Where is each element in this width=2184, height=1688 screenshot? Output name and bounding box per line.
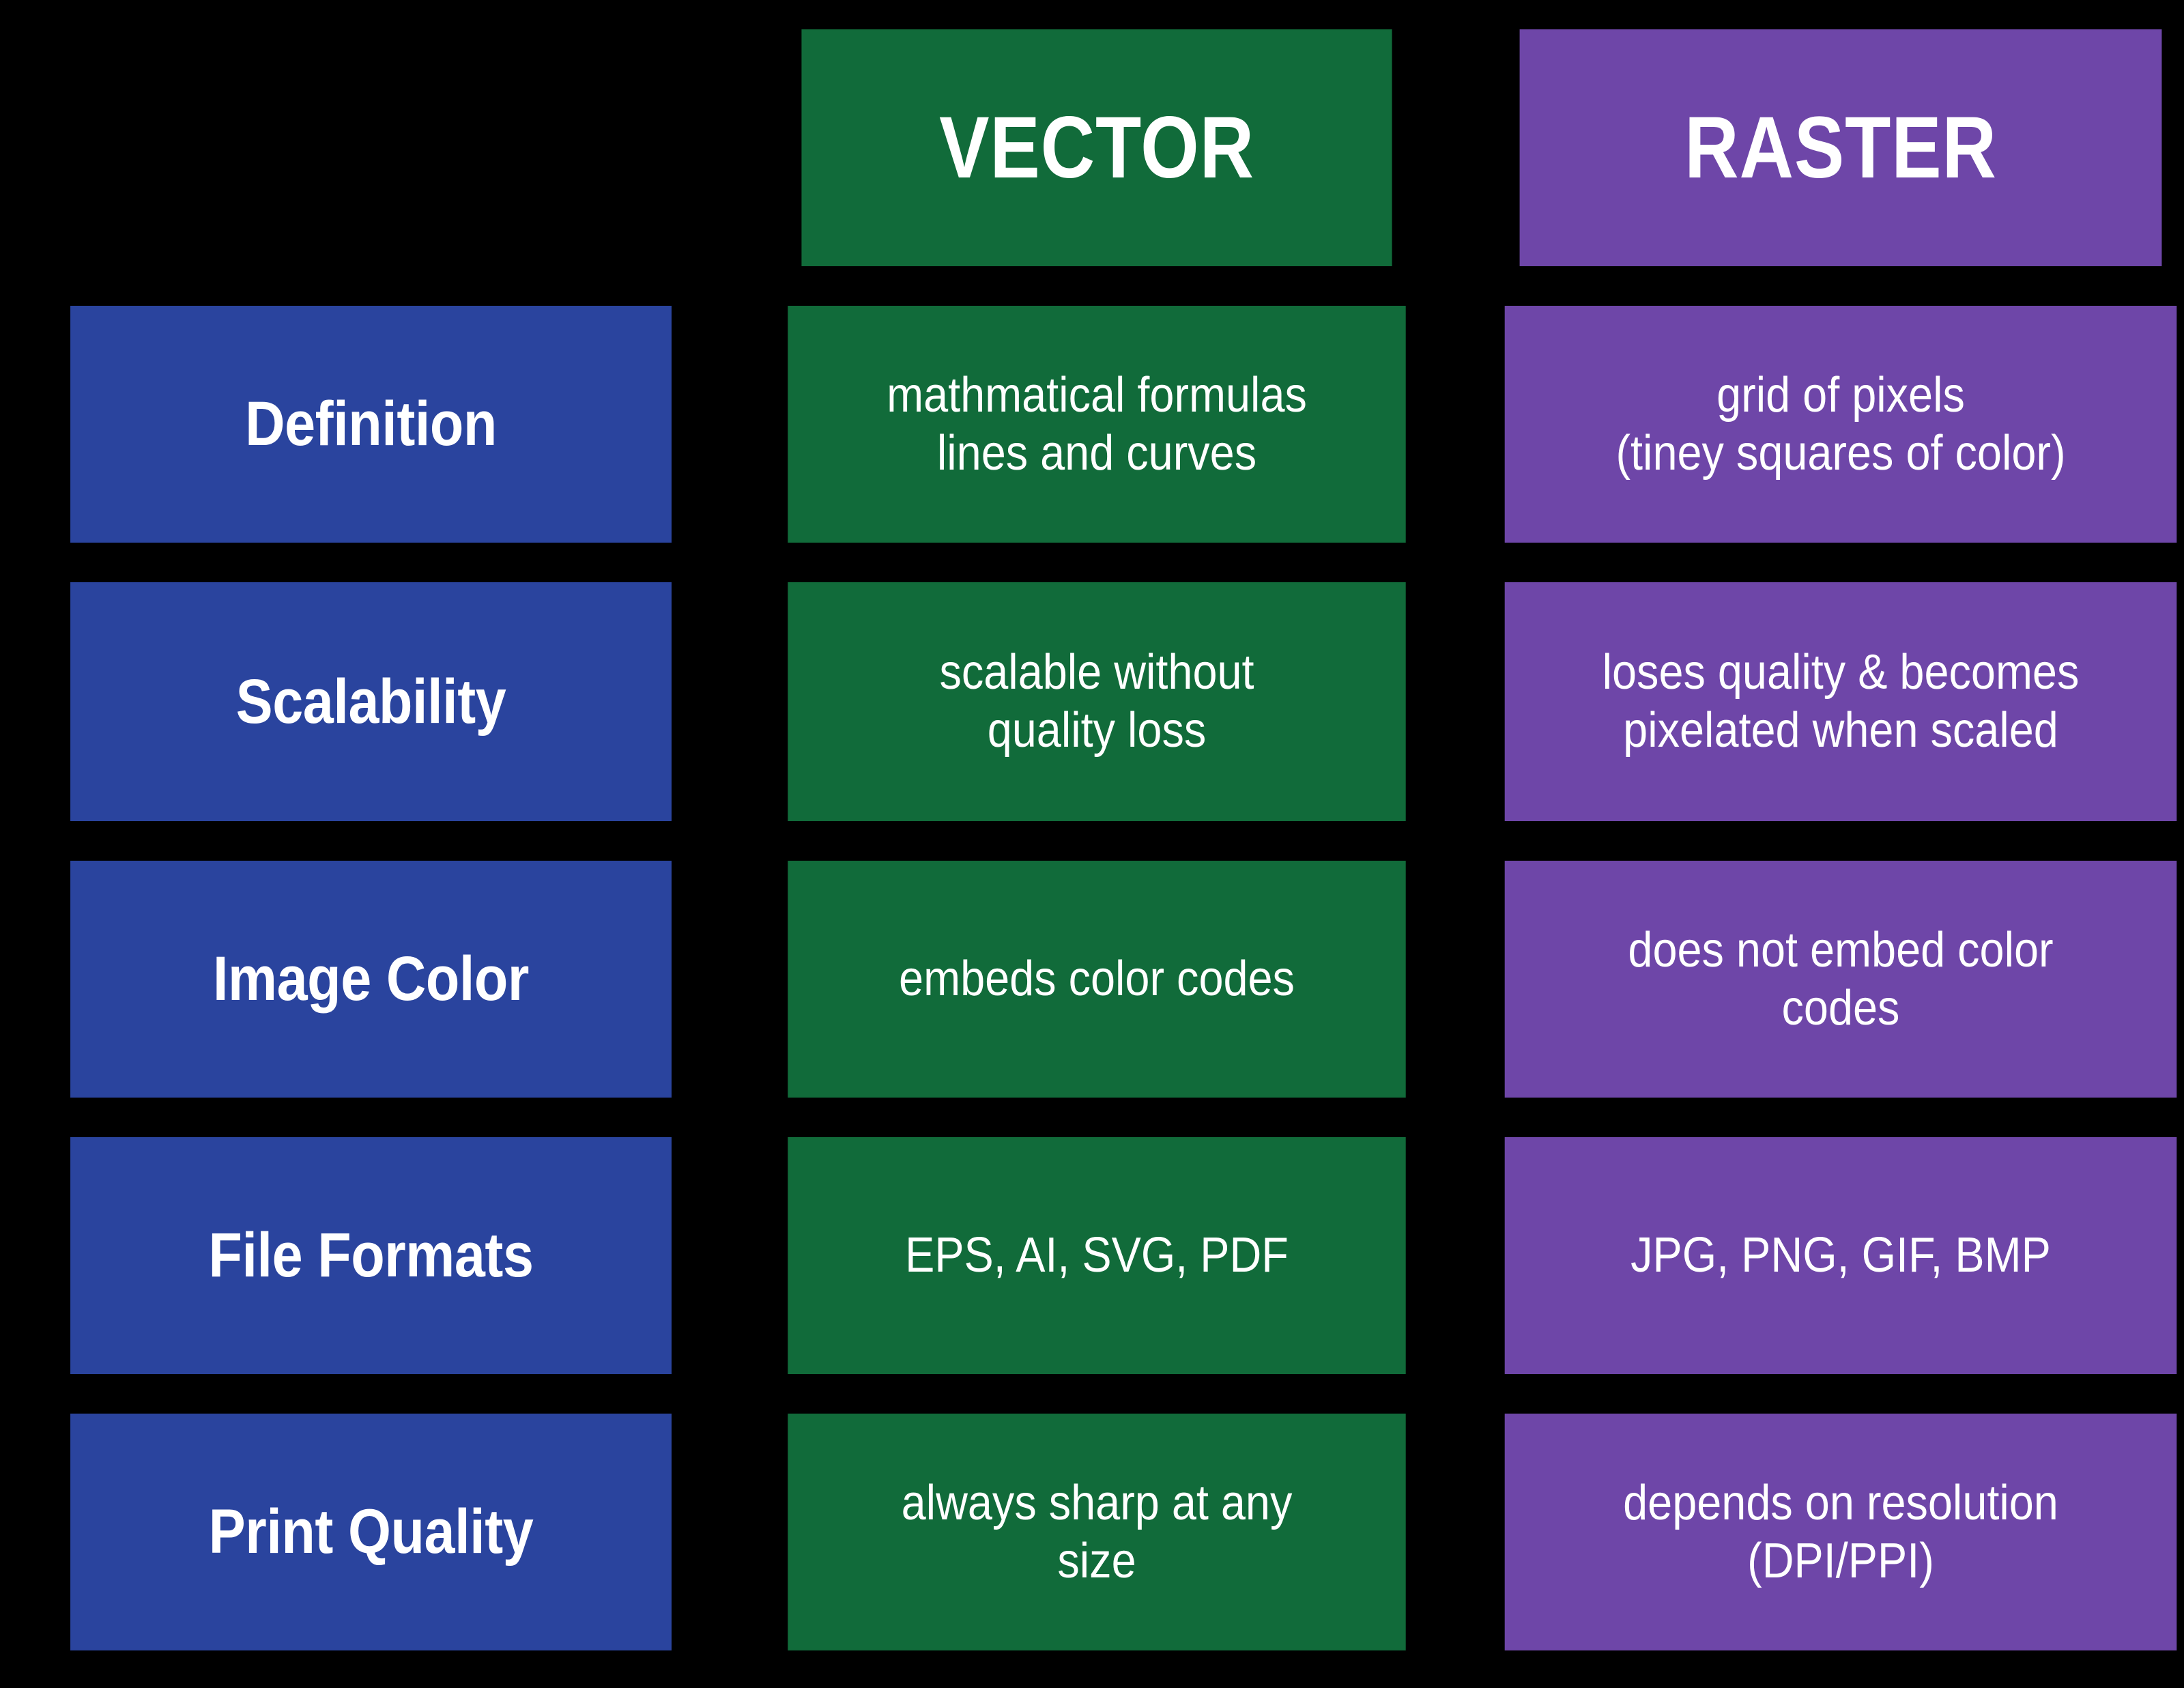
grid-gutter-a-header: [713, 29, 753, 266]
row-gap-3-d: [753, 821, 1440, 861]
row-gap-3-c: [713, 821, 753, 861]
row-4-raster-line-1: JPG, PNG, GIF, BMP: [1630, 1228, 2051, 1283]
row-1-gutter-b: [1440, 306, 1467, 543]
row-2-raster-line-1: loses quality & becomes: [1602, 645, 2080, 700]
row-4-gutter-left: [0, 1137, 29, 1374]
row-gap-5-c: [713, 1374, 753, 1414]
row-5-gutter-a: [713, 1414, 753, 1650]
row-gap-1-d: [753, 266, 1440, 306]
row-gap-3-b: [29, 821, 713, 861]
bottom-margin-c: [713, 1650, 753, 1661]
row-gap-5-b: [29, 1374, 713, 1414]
row-4-vector-cell: EPS, AI, SVG, PDF: [788, 1137, 1406, 1374]
row-label-scalability: Scalability: [70, 582, 672, 821]
row-5-gutter-b: [1440, 1414, 1467, 1650]
row-gap-5-f: [1467, 1374, 2184, 1414]
row-5-vector-line-1: always sharp at any: [901, 1475, 1293, 1530]
grid-gutter-b-header: [1440, 29, 1467, 266]
bottom-margin-b: [29, 1650, 713, 1661]
row-gap-1-b: [29, 266, 713, 306]
row-1-raster-cell: grid of pixels (tiney squares of color): [1504, 306, 2177, 543]
row-gap-5-a: [0, 1374, 29, 1414]
row-3-gutter-a: [713, 861, 753, 1098]
column-header-raster: RASTER: [1519, 29, 2162, 266]
row-2-vector-cell: scalable without quality loss: [788, 582, 1406, 821]
row-3-raster-line-1: does not embed color: [1628, 922, 2054, 977]
bottom-margin-a: [0, 1650, 29, 1661]
row-4-raster-cell: JPG, PNG, GIF, BMP: [1504, 1137, 2177, 1374]
row-2-gutter-b: [1440, 582, 1467, 821]
row-4-vector-line-1: EPS, AI, SVG, PDF: [905, 1228, 1289, 1283]
row-1-raster-line-2: (tiney squares of color): [1615, 425, 2066, 481]
row-gap-2-e: [1440, 543, 1467, 582]
row-1-vector-cell: mathmatical formulas lines and curves: [788, 306, 1406, 543]
row-4-gutter-a: [713, 1137, 753, 1374]
grid-gutter-header-vector-placeholder: [753, 0, 1440, 29]
row-gap-4-e: [1440, 1098, 1467, 1137]
row-gap-5-d: [753, 1374, 1440, 1414]
column-header-vector: VECTOR: [801, 29, 1392, 266]
bottom-margin-d: [753, 1650, 1440, 1661]
row-4-gutter-b: [1440, 1137, 1467, 1374]
row-gap-1-e: [1440, 266, 1467, 306]
row-5-vector-line-2: size: [1057, 1533, 1136, 1588]
bottom-margin-f: [1467, 1650, 2184, 1661]
row-3-gutter-left: [0, 861, 29, 1098]
row-gap-4-a: [0, 1098, 29, 1137]
bottom-margin-e: [1440, 1650, 1467, 1661]
row-2-gutter-a: [713, 582, 753, 821]
row-gap-4-c: [713, 1098, 753, 1137]
row-gap-4-b: [29, 1098, 713, 1137]
row-2-raster-line-2: pixelated when scaled: [1623, 703, 2058, 758]
row-gap-3-e: [1440, 821, 1467, 861]
grid-gutter-left-top: [0, 0, 29, 29]
row-label-file-formats: File Formats: [70, 1137, 672, 1374]
row-3-vector-line-1: embeds color codes: [899, 952, 1295, 1007]
row-gap-1-a: [0, 266, 29, 306]
grid-gutter-col1-top: [713, 0, 753, 29]
row-3-raster-line-2: codes: [1781, 980, 1900, 1035]
row-5-raster-line-2: (DPI/PPI): [1747, 1533, 1934, 1588]
row-gap-5-e: [1440, 1374, 1467, 1414]
row-5-raster-cell: depends on resolution (DPI/PPI): [1504, 1414, 2177, 1650]
row-gap-2-d: [753, 543, 1440, 582]
row-2-vector-line-1: scalable without: [939, 645, 1254, 700]
row-gap-1-f: [1467, 266, 2184, 306]
header-row-label-empty: [29, 0, 713, 29]
row-label-definition: Definition: [70, 306, 672, 543]
row-label-print-quality: Print Quality: [70, 1414, 672, 1650]
row-5-gutter-left: [0, 1414, 29, 1650]
row-gap-2-b: [29, 543, 713, 582]
row-1-gutter-a: [713, 306, 753, 543]
row-5-raster-line-1: depends on resolution: [1623, 1475, 2058, 1530]
row-label-image-color: Image Color: [70, 861, 672, 1098]
row-3-gutter-b: [1440, 861, 1467, 1098]
row-1-raster-line-1: grid of pixels: [1716, 367, 1965, 423]
header-label-cell-blank: [29, 29, 713, 266]
row-3-raster-cell: does not embed color codes: [1504, 861, 2177, 1098]
row-1-vector-line-2: lines and curves: [936, 425, 1257, 481]
row-gap-2-f: [1467, 543, 2184, 582]
row-gap-4-f: [1467, 1098, 2184, 1137]
row-5-vector-cell: always sharp at any size: [788, 1414, 1406, 1650]
row-gap-3-a: [0, 821, 29, 861]
row-2-gutter-left: [0, 582, 29, 821]
row-gap-2-a: [0, 543, 29, 582]
grid-gutter-left-header: [0, 29, 29, 266]
row-gap-1-c: [713, 266, 753, 306]
row-2-vector-line-2: quality loss: [987, 703, 1207, 758]
grid-gutter-header-raster-placeholder: [1467, 0, 2184, 29]
row-3-vector-cell: embeds color codes: [788, 861, 1406, 1098]
row-1-vector-line-1: mathmatical formulas: [887, 367, 1307, 423]
row-2-raster-cell: loses quality & becomes pixelated when s…: [1504, 582, 2177, 821]
row-gap-3-f: [1467, 821, 2184, 861]
row-1-gutter-left: [0, 306, 29, 543]
row-gap-4-d: [753, 1098, 1440, 1137]
row-gap-2-c: [713, 543, 753, 582]
grid-gutter-col2-top: [1440, 0, 1467, 29]
